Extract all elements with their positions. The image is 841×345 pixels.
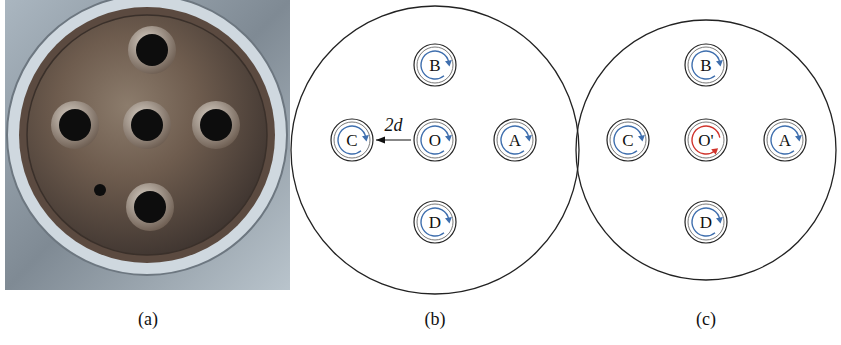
hole-circle: A xyxy=(492,117,538,163)
rotation-arc xyxy=(501,126,529,154)
hole-letter: O' xyxy=(698,132,713,149)
outer-ring xyxy=(414,119,456,161)
plate-rim xyxy=(7,0,287,275)
plate-ring xyxy=(19,7,275,263)
inner-ring xyxy=(497,122,533,158)
hole-circle: D xyxy=(683,199,729,245)
hole-rim xyxy=(51,101,99,149)
hole-letter: C xyxy=(622,132,633,149)
plate-face xyxy=(27,15,267,255)
hole-letter: O xyxy=(429,132,441,149)
inner-ring xyxy=(688,47,724,83)
hole-rim xyxy=(126,183,174,231)
rotation-arc xyxy=(421,126,449,154)
panel-label: (b) xyxy=(425,310,446,330)
rotation-arc xyxy=(692,208,720,236)
rotation-arc xyxy=(421,51,449,79)
hole-circle: B xyxy=(683,42,729,88)
hole-circle: O xyxy=(412,117,458,163)
outer-ring xyxy=(494,119,536,161)
dimension-label: 2d xyxy=(383,116,405,136)
inner-ring xyxy=(417,204,453,240)
outer-ring xyxy=(685,201,727,243)
inner-ring xyxy=(767,122,803,158)
rotation-arc xyxy=(338,126,366,154)
hole xyxy=(59,109,91,141)
dimension-arrow xyxy=(376,137,411,144)
hole xyxy=(200,109,232,141)
rotation-arrowhead xyxy=(795,135,802,142)
outer-ring xyxy=(331,119,373,161)
hole-letter: D xyxy=(700,214,712,231)
hole-letter: C xyxy=(346,132,357,149)
outer-ring xyxy=(414,44,456,86)
rotation-arc xyxy=(614,126,642,154)
hole-circle: C xyxy=(329,117,375,163)
inner-ring xyxy=(610,122,646,158)
hole-rim xyxy=(192,101,240,149)
hole-circle: O' xyxy=(683,117,729,163)
rotation-arrowhead xyxy=(711,148,718,155)
hole-circle: B xyxy=(412,42,458,88)
rotation-arrowhead xyxy=(638,135,645,142)
rotation-arrowhead xyxy=(445,60,452,67)
arrowhead xyxy=(376,137,385,144)
hole-circle: C xyxy=(605,117,651,163)
rotation-arrowhead xyxy=(716,217,723,224)
plate-outline xyxy=(291,6,579,294)
rotation-arrowhead xyxy=(362,135,369,142)
small-hole xyxy=(94,184,106,196)
rotation-arrowhead xyxy=(445,135,452,142)
rotation-arrowhead xyxy=(525,135,532,142)
panel-label: (c) xyxy=(696,310,716,330)
panel-label: (a) xyxy=(138,310,158,330)
outer-ring xyxy=(607,119,649,161)
plate-photo xyxy=(5,0,290,290)
rotation-arc xyxy=(771,126,799,154)
rotation-arc xyxy=(421,208,449,236)
inner-ring xyxy=(688,204,724,240)
hole-letter: D xyxy=(429,214,441,231)
hole-circle: A xyxy=(762,117,808,163)
hole-letter: B xyxy=(429,57,440,74)
rotation-arrowhead xyxy=(445,217,452,224)
hole-rim xyxy=(123,101,171,149)
rotation-arrowhead xyxy=(716,60,723,67)
outer-ring xyxy=(685,119,727,161)
hole-circle: D xyxy=(412,199,458,245)
rotation-arc xyxy=(692,126,720,154)
outer-ring xyxy=(414,201,456,243)
inner-ring xyxy=(417,47,453,83)
hole xyxy=(136,34,168,66)
plate-outline xyxy=(576,20,836,280)
inner-ring xyxy=(688,122,724,158)
hole-letter: A xyxy=(509,132,521,149)
hole-letter: B xyxy=(700,57,711,74)
hole xyxy=(134,191,166,223)
hole-letter: A xyxy=(779,132,791,149)
outer-ring xyxy=(685,44,727,86)
inner-ring xyxy=(334,122,370,158)
hole-rim xyxy=(128,26,176,74)
outer-ring xyxy=(764,119,806,161)
inner-ring xyxy=(417,122,453,158)
hole xyxy=(131,109,163,141)
rotation-arc xyxy=(692,51,720,79)
